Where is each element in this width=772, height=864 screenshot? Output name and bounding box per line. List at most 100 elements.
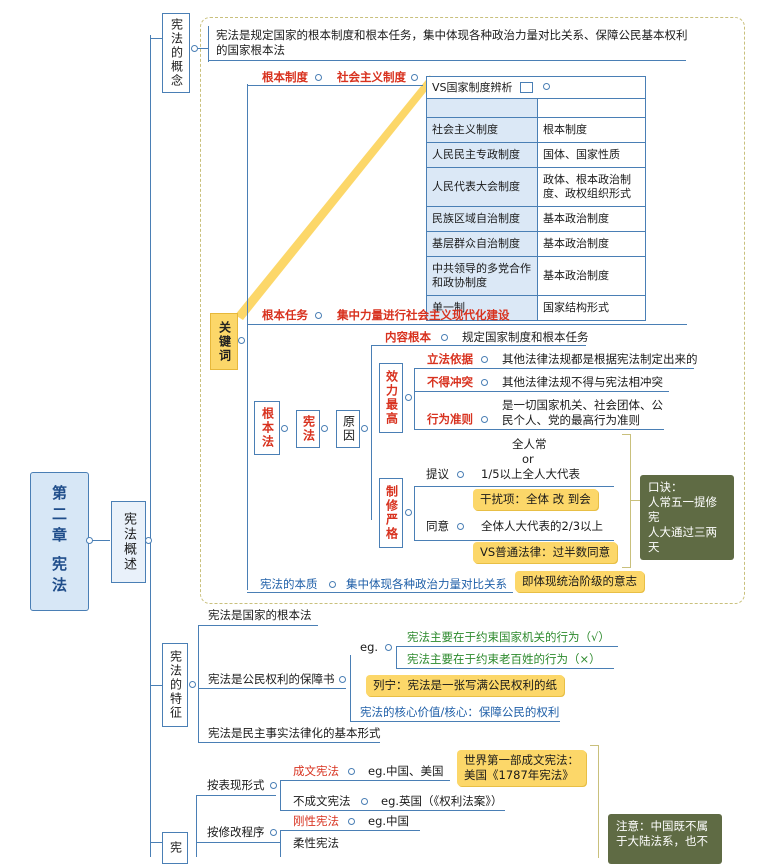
connector bbox=[630, 500, 640, 501]
mnemonic-line2: 人常五一提修宪 bbox=[648, 495, 717, 524]
table-cell: 国体、国家性质 bbox=[537, 142, 646, 168]
mnemonic-line1: 口诀： bbox=[648, 480, 683, 494]
fundamental-system-node[interactable] bbox=[315, 74, 322, 81]
table-cell: 根本制度 bbox=[537, 117, 646, 143]
connector bbox=[196, 795, 197, 857]
fundamental-task-label: 根本任务 bbox=[262, 308, 308, 322]
content-value: 规定国家制度和根本任务 bbox=[462, 330, 589, 344]
chapter-title-box: 第二章 宪法 bbox=[30, 472, 89, 611]
fundamental-system-label: 根本制度 bbox=[262, 70, 308, 84]
eg-node[interactable] bbox=[385, 644, 392, 651]
table-cell: 政体、根本政治制度、政权组织形式 bbox=[537, 167, 646, 207]
connector bbox=[396, 646, 618, 647]
overview-region-frame bbox=[200, 17, 745, 604]
table-cell: 人民民主专政制度 bbox=[426, 142, 538, 168]
effect-item-node[interactable] bbox=[481, 356, 488, 363]
connector bbox=[414, 486, 614, 487]
vs-table-title: VS国家制度辨析 bbox=[432, 80, 513, 94]
reason-box: 原因 bbox=[336, 410, 360, 448]
written-label: 成文宪法 bbox=[293, 764, 339, 778]
effect-node[interactable] bbox=[405, 394, 412, 401]
eg-wrong: 宪法主要在于约束老百姓的行为（×） bbox=[407, 652, 601, 666]
table-row bbox=[426, 98, 646, 118]
unwritten-node[interactable] bbox=[361, 798, 368, 805]
table-cell: 基本政治制度 bbox=[537, 256, 646, 296]
chapter-name: 宪法 bbox=[50, 556, 68, 598]
constitution-node[interactable] bbox=[321, 425, 328, 432]
by-form-node[interactable] bbox=[270, 782, 277, 789]
concept-definition-line1: 宪法是规定国家的根本制度和根本任务，集中体现各种政治力量对比关系、保障公民基本权… bbox=[216, 28, 688, 42]
connector bbox=[280, 830, 420, 831]
effect-item-label: 行为准则 bbox=[427, 412, 473, 426]
chapter-node[interactable] bbox=[86, 537, 93, 544]
mnemonic-line3: 人大通过三两天 bbox=[648, 525, 717, 554]
connector bbox=[414, 368, 415, 430]
vs-table-node[interactable] bbox=[542, 82, 550, 90]
fundamental-task-node[interactable] bbox=[315, 312, 322, 319]
concept-node[interactable] bbox=[191, 45, 198, 52]
connector bbox=[414, 429, 664, 430]
connector bbox=[150, 38, 162, 39]
connector bbox=[247, 592, 513, 593]
overview-node[interactable] bbox=[145, 537, 152, 544]
connector bbox=[198, 742, 380, 743]
unwritten-label: 不成文宪法 bbox=[293, 794, 351, 808]
fundamental-system-value-node[interactable] bbox=[411, 74, 418, 81]
proposal-option1: 全人常 bbox=[512, 437, 547, 451]
approval-node[interactable] bbox=[457, 523, 464, 530]
effect-item-value-line2: 民个人、党的最高行为准则 bbox=[502, 413, 640, 427]
classification-box: 宪 bbox=[162, 832, 188, 864]
fundamental-law-node[interactable] bbox=[281, 425, 288, 432]
feature-2-node[interactable] bbox=[339, 676, 346, 683]
connector bbox=[280, 780, 281, 810]
effect-item-node[interactable] bbox=[481, 379, 488, 386]
note-icon[interactable] bbox=[520, 82, 534, 93]
proposal-node[interactable] bbox=[457, 471, 464, 478]
table-cell: 基层群众自治制度 bbox=[426, 231, 538, 257]
essence-node[interactable] bbox=[329, 581, 336, 588]
table-cell: 人民代表大会制度 bbox=[426, 167, 538, 207]
table-cell: 国家结构形式 bbox=[537, 295, 646, 321]
first-written-line2: 美国《1787年宪法》 bbox=[464, 768, 574, 782]
feature-1: 宪法是国家的根本法 bbox=[208, 608, 312, 622]
written-node[interactable] bbox=[348, 768, 355, 775]
strict-node[interactable] bbox=[405, 509, 412, 516]
connector bbox=[198, 625, 199, 743]
features-node[interactable] bbox=[189, 681, 196, 688]
effect-item-value: 其他法律法规不得与宪法相冲突 bbox=[502, 375, 663, 389]
connector bbox=[247, 324, 687, 325]
table-cell: 单一制 bbox=[426, 295, 538, 321]
essence-note: 即体现统治阶级的意志 bbox=[515, 571, 644, 592]
connector bbox=[247, 85, 423, 86]
content-node[interactable] bbox=[441, 334, 448, 341]
keyword-pointer bbox=[235, 75, 433, 320]
table-cell: 基本政治制度 bbox=[537, 206, 646, 232]
connector bbox=[371, 345, 372, 520]
interference-note: 干扰项：全体 改 到会 bbox=[473, 489, 598, 510]
rigid-eg: eg.中国 bbox=[368, 814, 410, 828]
connector bbox=[396, 668, 614, 669]
feature-2: 宪法是公民权利的保障书 bbox=[208, 672, 335, 686]
note-line2: 于大陆法系，也不 bbox=[616, 834, 708, 848]
classification-note: 注意：中国既不属 于大陆法系，也不 bbox=[608, 814, 722, 864]
connector bbox=[414, 391, 669, 392]
mnemonic-bracket bbox=[622, 434, 631, 568]
content-label: 内容根本 bbox=[385, 330, 431, 344]
reason-node[interactable] bbox=[361, 425, 368, 432]
by-procedure-node[interactable] bbox=[270, 829, 277, 836]
connector bbox=[414, 540, 614, 541]
rigid-node[interactable] bbox=[348, 818, 355, 825]
connector bbox=[247, 84, 248, 590]
connector bbox=[414, 368, 694, 369]
connector bbox=[208, 26, 209, 62]
table-row: 人民代表大会制度 政体、根本政治制度、政权组织形式 bbox=[426, 167, 646, 207]
keywords-node[interactable] bbox=[238, 337, 245, 344]
unwritten-eg: eg.英国（《权利法案》） bbox=[381, 794, 503, 808]
connector bbox=[396, 646, 397, 668]
approval-label: 同意 bbox=[426, 519, 449, 533]
effect-item-node[interactable] bbox=[481, 416, 488, 423]
table-row: 中共领导的多党合作和政协制度 基本政治制度 bbox=[426, 256, 646, 296]
concept-box: 宪法的概念 bbox=[162, 13, 190, 93]
concept-definition-line2: 的国家根本法 bbox=[216, 43, 285, 57]
connector bbox=[280, 830, 281, 857]
